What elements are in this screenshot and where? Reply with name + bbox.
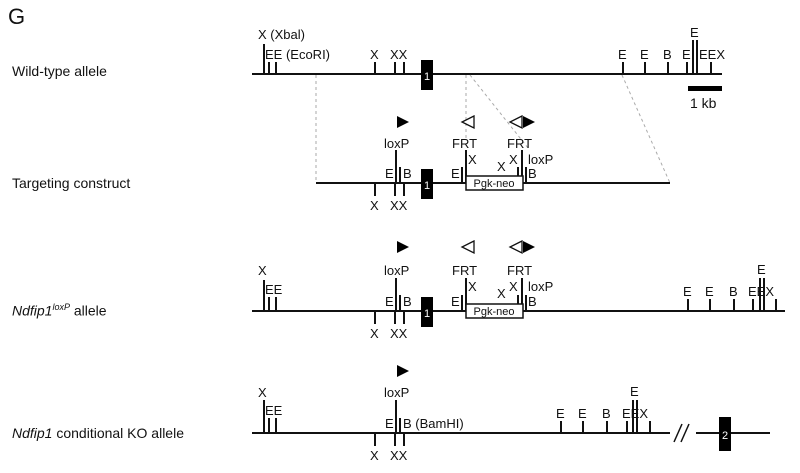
ko-allele-exon-2: [719, 417, 731, 451]
ko-allele-site-xx: XX: [390, 448, 408, 463]
targeting-row-label: Targeting construct: [12, 175, 131, 191]
loxp-allele-site-x: X: [370, 326, 379, 341]
loxp-allele-site-x: X: [468, 279, 477, 294]
wildtype-site-e: E: [690, 25, 699, 40]
wildtype-row-label: Wild-type allele: [12, 63, 107, 79]
targeting-site-x: X: [497, 159, 506, 174]
targeting-exon-1-label: 1: [424, 180, 430, 192]
ko-allele-site-e: E: [578, 406, 587, 421]
loxp-allele-site-b: B: [528, 294, 537, 309]
wildtype-xbal-label: X (Xbal): [258, 27, 305, 42]
targeting-pgk-neo-box: [465, 175, 524, 191]
loxp-allele-site-xx: XX: [390, 326, 408, 341]
loxp-allele-label-suffix: allele: [69, 302, 107, 319]
wildtype-site-e: E: [682, 47, 691, 62]
targeting-site-e: E: [385, 166, 394, 181]
targeting-site-x: X: [468, 152, 477, 167]
ko-allele-row-label: Ndfip1 conditional KO allele: [12, 425, 184, 441]
targeting-site-b: B: [528, 166, 537, 181]
wildtype-site-eex: EEX: [699, 47, 725, 62]
ko-allele-label-suffix: conditional KO allele: [52, 425, 184, 441]
loxp-arrow-filled: [397, 116, 409, 128]
loxp-allele-site-x: X: [509, 279, 518, 294]
targeting-pgk-neo-label: Pgk-neo: [474, 178, 515, 190]
loxp-allele-site-e: E: [385, 294, 394, 309]
wildtype-site-xx: XX: [390, 47, 408, 62]
ko-allele-loxp-label: loxP: [384, 385, 409, 400]
loxp-allele-frt-label: FRT: [452, 263, 477, 278]
loxp-allele-superscript: loxP: [52, 302, 70, 312]
wildtype-ecori-label: EE (EcoRI): [265, 47, 330, 62]
targeting-site-x: X: [509, 152, 518, 167]
ko-allele-site-x: X: [370, 448, 379, 463]
targeting-loxp-label: loxP: [384, 136, 409, 151]
loxp-allele-exon-1-label: 1: [424, 308, 430, 320]
loxp-allele-site-e: E: [705, 284, 714, 299]
frt-arrow-open: [508, 114, 523, 130]
loxp-allele-loxp-label: loxP: [384, 263, 409, 278]
ko-allele-gene-name: Ndfip1: [12, 425, 53, 441]
frt-arrow-open: [460, 239, 475, 255]
wildtype-exon-1: [421, 60, 433, 90]
ko-allele-site-ee: EE: [265, 403, 283, 418]
loxp-allele-site-b: B: [403, 294, 412, 309]
targeting-site-b: B: [403, 166, 412, 181]
loxp-arrow-filled: [397, 241, 409, 253]
ko-allele-site-b: B: [602, 406, 611, 421]
ko-allele-site-e: E: [385, 416, 394, 431]
frt-arrow-open: [460, 114, 475, 130]
loxp-allele-site-x: X: [497, 286, 506, 301]
targeting-loxp-label: loxP: [528, 152, 553, 167]
scale-bar-label: 1 kb: [690, 95, 717, 111]
targeting-site-xx: XX: [390, 198, 408, 213]
homology-guides: [315, 74, 671, 184]
ko-allele-site-e: E: [556, 406, 565, 421]
loxp-allele-pgk-neo-box: [465, 303, 524, 319]
loxp-allele-site-e: E: [451, 294, 460, 309]
wildtype-site-x: X: [370, 47, 379, 62]
loxp-arrow-filled: [397, 365, 409, 377]
frt-arrow-open: [508, 239, 523, 255]
loxp-allele-site-b: B: [729, 284, 738, 299]
loxp-allele-frt-label: FRT: [507, 263, 532, 278]
loxp-allele-row-label: Ndfip1loxP allele: [12, 302, 107, 319]
ko-allele-site-eex: EEX: [622, 406, 648, 421]
loxp-arrow-filled: [523, 116, 535, 128]
wildtype-site-e: E: [640, 47, 649, 62]
ko-allele-site-x: X: [258, 385, 267, 400]
targeting-exon-1: [421, 169, 433, 199]
loxp-allele-site-e: E: [683, 284, 692, 299]
loxp-allele-site-ee: EE: [265, 282, 283, 297]
loxp-allele-loxp-label: loxP: [528, 279, 553, 294]
loxp-allele-pgk-neo-label: Pgk-neo: [474, 306, 515, 318]
targeting-frt-label: FRT: [452, 136, 477, 151]
loxp-arrow-filled: [523, 241, 535, 253]
targeting-site-e: E: [451, 166, 460, 181]
ko-allele-bamhi-label: B (BamHI): [403, 416, 464, 431]
loxp-allele-site-e: E: [757, 262, 766, 277]
targeting-site-x: X: [370, 198, 379, 213]
loxp-allele-gene-name: Ndfip1: [12, 302, 53, 319]
wildtype-site-e: E: [618, 47, 627, 62]
ko-allele-exon-2-label: 2: [722, 430, 728, 442]
scale-bar: [688, 86, 722, 91]
targeting-frt-label: FRT: [507, 136, 532, 151]
loxp-allele-site-eex: EEX: [748, 284, 774, 299]
panel-letter: G: [8, 4, 26, 29]
ko-allele-site-e: E: [630, 384, 639, 399]
loxp-allele-exon-1: [421, 297, 433, 327]
wildtype-exon-1-label: 1: [424, 71, 430, 83]
wildtype-site-b: B: [663, 47, 672, 62]
axis-break-mark: [673, 423, 690, 443]
loxp-allele-site-x: X: [258, 263, 267, 278]
